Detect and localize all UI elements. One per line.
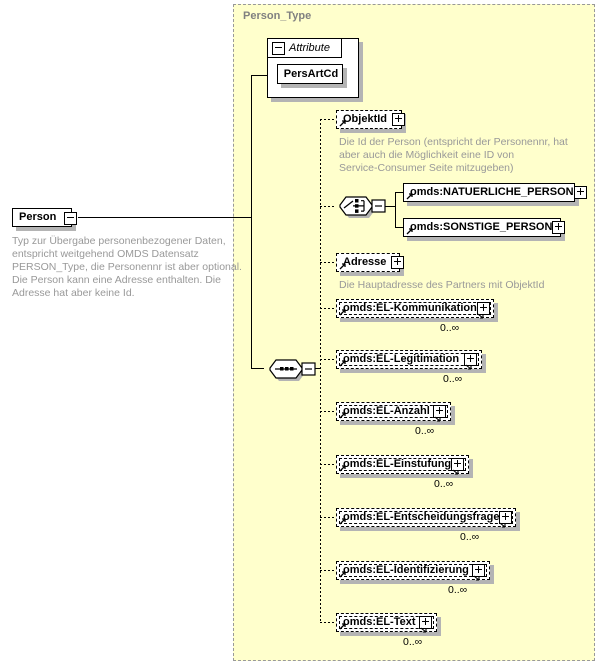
connector-choice-to-sonstige [395, 227, 403, 228]
connector-to-choice [320, 206, 336, 207]
element-adresse[interactable]: Adresse [336, 253, 405, 272]
reference-arrow-icon [339, 120, 346, 127]
plus-icon[interactable] [451, 458, 465, 471]
reference-arrow-icon [406, 193, 413, 200]
connector-trunk-to-sequence [251, 368, 264, 369]
element-adresse-label: Adresse [343, 256, 387, 268]
element-el-kommunikation[interactable]: omds:EL-Kommunikation [336, 299, 494, 319]
repeat-curl-icon [435, 416, 441, 422]
plus-icon[interactable] [419, 616, 432, 629]
plus-icon[interactable] [573, 186, 587, 199]
plus-icon[interactable] [499, 511, 513, 524]
element-el-identifizierung-label: omds:EL-Identifizierung [343, 564, 469, 576]
reference-arrow-icon [339, 465, 346, 472]
sequence-compositor[interactable] [264, 356, 320, 382]
adresse-annotation: Die Hauptadresse des Partners mit Objekt… [339, 279, 545, 291]
choice-compositor[interactable] [334, 193, 390, 219]
element-el-text-label: omds:EL-Text [343, 616, 416, 628]
element-el-entscheidungsfrage-label: omds:EL-Entscheidungsfrage [343, 511, 500, 523]
plus-icon[interactable] [476, 302, 490, 315]
repeat-curl-icon [500, 522, 506, 528]
el-entscheidungsfrage-occurs: 0..∞ [460, 531, 480, 543]
root-element-person-label: Person [19, 211, 57, 223]
connector-to-el-entscheidungsfrage [320, 517, 336, 518]
el-legitimation-occurs: 0..∞ [443, 373, 463, 385]
repeat-curl-icon [474, 575, 480, 581]
element-natuerliche-person[interactable]: omds:NATUERLICHE_PERSON [403, 183, 587, 202]
element-natuerliche-person-label: omds:NATUERLICHE_PERSON [410, 186, 574, 198]
choice-icon [339, 196, 386, 218]
attribute-persartcd[interactable]: PersArtCd [277, 64, 343, 84]
el-einstufung-occurs: 0..∞ [434, 478, 454, 490]
connector-children-trunk [320, 119, 321, 622]
connector-to-adresse [320, 262, 336, 263]
connector-trunk-to-attribute [251, 75, 268, 76]
element-el-legitimation[interactable]: omds:EL-Legitimation [336, 350, 482, 370]
reference-arrow-icon [339, 623, 346, 630]
el-text-occurs: 0..∞ [403, 636, 423, 648]
sequence-icon [269, 359, 316, 381]
root-element-person[interactable]: Person [12, 208, 77, 227]
element-el-entscheidungsfrage[interactable]: omds:EL-Entscheidungsfrage [336, 508, 516, 528]
connector-to-el-text [320, 622, 336, 623]
connector-to-el-anzahl [320, 411, 336, 412]
repeat-curl-icon [478, 313, 484, 319]
plus-icon[interactable] [392, 113, 406, 126]
reference-arrow-icon [339, 360, 346, 367]
connector-to-objektid [320, 119, 336, 120]
element-el-text[interactable]: omds:EL-Text [336, 613, 437, 633]
repeat-curl-icon [466, 364, 472, 370]
element-el-kommunikation-label: omds:EL-Kommunikation [343, 302, 477, 314]
plus-icon[interactable] [472, 564, 485, 577]
element-el-einstufung[interactable]: omds:EL-Einstufung [336, 455, 469, 475]
connector-choice-out [384, 206, 395, 207]
person-type-title: Person_Type [243, 10, 312, 22]
connector-choice-split [395, 192, 396, 228]
minus-icon[interactable] [272, 41, 285, 55]
connector-to-el-legitimation [320, 359, 336, 360]
attribute-persartcd-label: PersArtCd [283, 68, 339, 80]
person-type-container [233, 4, 595, 661]
element-el-anzahl[interactable]: omds:EL-Anzahl [336, 402, 451, 422]
connector-trunk-vertical [251, 75, 252, 368]
element-el-legitimation-label: omds:EL-Legitimation [343, 353, 460, 365]
element-objektid[interactable]: ObjektId [336, 110, 406, 129]
person-annotation: Typ zur Übergabe personenbezogener Daten… [12, 235, 242, 299]
repeat-curl-icon [421, 627, 427, 633]
connector-sequence-to-children [314, 368, 321, 369]
element-objektid-label: ObjektId [343, 113, 388, 125]
reference-arrow-icon [339, 571, 346, 578]
reference-arrow-icon [406, 228, 413, 235]
el-identifizierung-occurs: 0..∞ [448, 584, 468, 596]
objektid-annotation: Die Id der Person (entspricht der Person… [339, 136, 568, 174]
connector-to-el-kommunikation [320, 308, 336, 309]
plus-icon[interactable] [464, 353, 477, 366]
minus-icon[interactable] [64, 212, 77, 225]
repeat-curl-icon [453, 469, 459, 475]
attribute-group-label: Attribute [289, 42, 330, 54]
element-sonstige-person-label: omds:SONSTIGE_PERSON [410, 221, 553, 233]
el-anzahl-occurs: 0..∞ [415, 425, 435, 437]
reference-arrow-icon [339, 518, 346, 525]
plus-icon[interactable] [552, 221, 566, 234]
el-kommunikation-occurs: 0..∞ [440, 322, 460, 334]
element-el-einstufung-label: omds:EL-Einstufung [343, 458, 452, 470]
plus-icon[interactable] [433, 405, 446, 418]
connector-choice-to-natuerliche [395, 192, 403, 193]
reference-arrow-icon [339, 309, 346, 316]
element-sonstige-person[interactable]: omds:SONSTIGE_PERSON [403, 218, 566, 237]
plus-icon[interactable] [391, 256, 405, 269]
connector-person-to-type [78, 217, 251, 218]
connector-to-el-identifizierung [320, 570, 336, 571]
connector-to-el-einstufung [320, 464, 336, 465]
attribute-group-tab[interactable]: Attribute [267, 38, 342, 58]
element-el-identifizierung[interactable]: omds:EL-Identifizierung [336, 561, 490, 581]
reference-arrow-icon [339, 412, 346, 419]
reference-arrow-icon [339, 263, 346, 270]
element-el-anzahl-label: omds:EL-Anzahl [343, 405, 430, 417]
